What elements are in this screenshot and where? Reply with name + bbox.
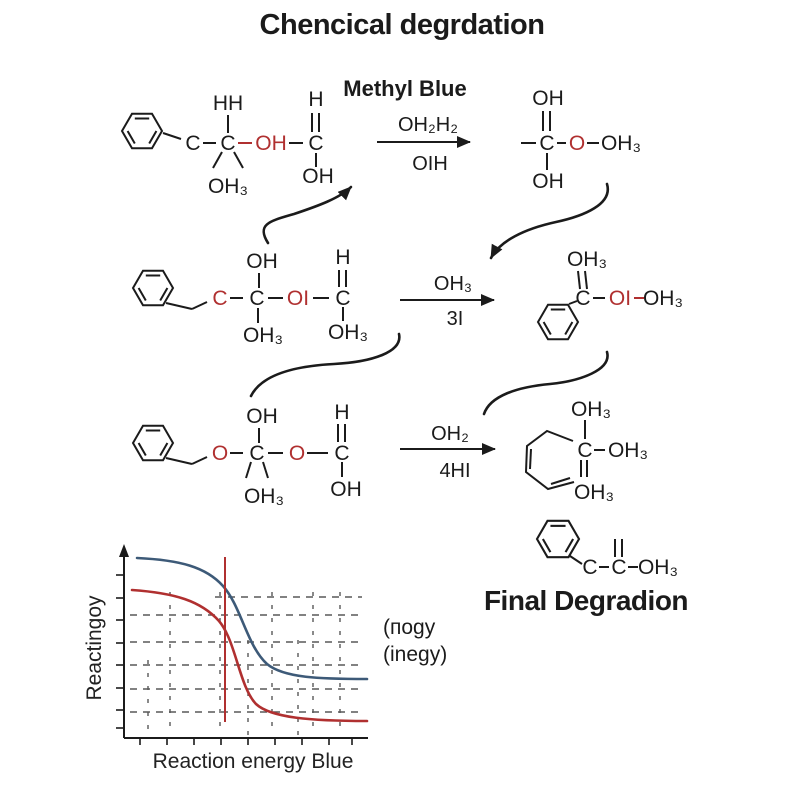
chart-annotation-line2: (inegy) bbox=[383, 643, 447, 666]
atom-c: C bbox=[611, 556, 626, 579]
atom-oh3: OH₃ bbox=[574, 481, 614, 504]
atom-c: C bbox=[539, 132, 554, 155]
product-3-structure: OH₃ C OH₃ OH₃ bbox=[524, 398, 648, 504]
reagent-below: 3I bbox=[447, 308, 464, 330]
page-title: Chencical degrdation bbox=[260, 9, 545, 41]
blue-curve bbox=[135, 556, 369, 681]
atom-c: C bbox=[220, 132, 235, 155]
x-axis-label: Reaction energy Blue bbox=[153, 750, 354, 773]
atom-oh3: OH₃ bbox=[608, 439, 648, 462]
curved-arrow-up bbox=[262, 185, 353, 245]
atom-o-red: O bbox=[289, 442, 305, 465]
chart-grid bbox=[130, 592, 362, 735]
benzene-ring bbox=[132, 424, 174, 462]
atom-o-red: O bbox=[569, 132, 585, 155]
reactant-2-structure: C C OH OH₃ OI C H OH₃ bbox=[132, 246, 368, 347]
atom-oi-red: OI bbox=[609, 287, 631, 310]
benzene-ring bbox=[535, 519, 581, 559]
reagent-above: OH₂ bbox=[431, 423, 469, 445]
atom-oh3: OH₃ bbox=[328, 321, 368, 344]
atom-c: C bbox=[185, 132, 200, 155]
reagent-above: OH₂H₂ bbox=[398, 114, 458, 136]
atom-oh3: OH₃ bbox=[244, 485, 284, 508]
atom-oh: OH bbox=[532, 87, 564, 110]
atom-oh: OH bbox=[302, 165, 334, 188]
atom-c: C bbox=[249, 442, 264, 465]
atom-c: C bbox=[308, 132, 323, 155]
y-ticks bbox=[116, 574, 124, 729]
reaction-energy-chart: Reactingoy Reaction energy Blue (пogy (i… bbox=[83, 544, 447, 773]
atom-oh3: OH₃ bbox=[243, 324, 283, 347]
final-degradation-heading: Final Degradion bbox=[484, 585, 688, 616]
atom-oh: OH bbox=[246, 405, 278, 428]
product-1-structure: C OH O OH₃ OH bbox=[521, 87, 641, 193]
curved-connector-right bbox=[482, 350, 609, 416]
reaction-2: OH₃ 3I bbox=[400, 273, 495, 330]
atom-c-red: C bbox=[212, 287, 227, 310]
reagent-below: OIH bbox=[412, 153, 448, 175]
atom-oh3: OH₃ bbox=[571, 398, 611, 421]
atom-oh3: OH₃ bbox=[601, 132, 641, 155]
atom-oh: OH bbox=[532, 170, 564, 193]
atom-h: H bbox=[334, 401, 349, 424]
chart-annotation-line1: (пogy bbox=[383, 616, 436, 639]
atom-oh3: OH₃ bbox=[638, 556, 678, 579]
atom-h: H bbox=[308, 88, 323, 111]
reaction-1: OH₂H₂ OIH bbox=[377, 114, 471, 175]
final-structure: C C OH₃ bbox=[535, 519, 678, 579]
atom-c: C bbox=[335, 287, 350, 310]
reaction-3: OH₂ 4HI bbox=[400, 423, 496, 482]
reactant-3-structure: O C OH OH₃ O C H OH bbox=[132, 401, 362, 508]
atom-o-red: O bbox=[212, 442, 228, 465]
atom-c: C bbox=[575, 287, 590, 310]
x-ticks bbox=[139, 738, 353, 745]
y-axis-label: Reactingoy bbox=[83, 595, 106, 701]
atom-c: C bbox=[582, 556, 597, 579]
reactant-1-structure: C C HH OH C H OH OH₃ bbox=[121, 88, 334, 198]
atom-c: C bbox=[249, 287, 264, 310]
y-axis-arrowhead bbox=[119, 544, 129, 557]
atom-oh3: OH₃ bbox=[643, 287, 683, 310]
red-curve bbox=[130, 588, 369, 723]
atom-oh-red: OH bbox=[255, 132, 287, 155]
benzene-ring bbox=[132, 269, 174, 307]
partial-ring bbox=[524, 429, 575, 491]
atom-h: H bbox=[335, 246, 350, 269]
benzene-ring bbox=[537, 303, 579, 341]
atom-oh: OH bbox=[246, 250, 278, 273]
curved-arrow-down bbox=[489, 182, 610, 260]
atom-c: C bbox=[334, 442, 349, 465]
benzene-ring bbox=[121, 112, 163, 150]
reagent-below: 4HI bbox=[439, 460, 470, 482]
atom-oh3: OH₃ bbox=[208, 175, 248, 198]
product-2-structure: C OH₃ OI OH₃ bbox=[537, 248, 683, 341]
curved-connector-left bbox=[249, 332, 401, 398]
atom-c: C bbox=[577, 439, 592, 462]
atom-oh3: OH₃ bbox=[567, 248, 607, 271]
methyl-blue-heading: Methyl Blue bbox=[343, 76, 466, 101]
atom-oi-red: OI bbox=[287, 287, 309, 310]
reagent-above: OH₃ bbox=[434, 273, 472, 295]
atom-oh: OH bbox=[330, 478, 362, 501]
atom-hh: HH bbox=[213, 92, 243, 115]
